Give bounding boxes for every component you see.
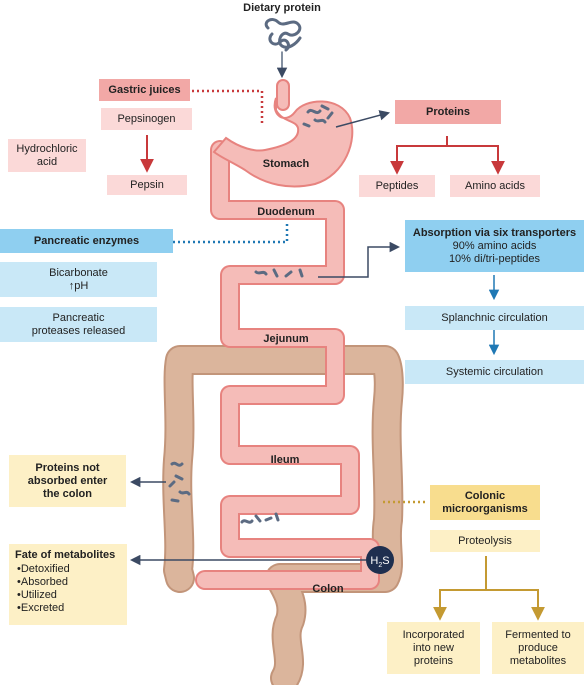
proteolysis-brace xyxy=(439,556,539,610)
splanchnic-circulation-box: Splanchnic circulation xyxy=(405,306,584,330)
small-intestine-shape xyxy=(195,140,380,590)
colon-shape xyxy=(162,345,404,685)
proteases-line1: Pancreatic xyxy=(52,311,105,324)
proteins-not-absorbed-box: Proteins not absorbed enter the colon xyxy=(9,455,126,507)
pancreatic-connector xyxy=(173,222,289,244)
bicarbonate-line2: ↑pH xyxy=(68,279,89,292)
absorption-line2: 10% di/tri-peptides xyxy=(448,252,541,265)
colonic-microorganisms-box: Colonic microorganisms xyxy=(430,485,540,520)
proteins-brace xyxy=(396,136,499,162)
bicarbonate-box: Bicarbonate ↑pH xyxy=(0,262,157,297)
ileum-label: Ileum xyxy=(270,454,300,466)
stomach-label: Stomach xyxy=(262,158,310,170)
incorporated-line1: Incorporated xyxy=(402,628,465,641)
fate-item: Detoxified xyxy=(15,563,121,576)
jejunum-label: Jejunum xyxy=(263,333,309,345)
absorption-box: Absorption via six transporters 90% amin… xyxy=(405,220,584,272)
gastric-connector xyxy=(192,89,264,126)
pancreatic-proteases-box: Pancreatic proteases released xyxy=(0,307,157,342)
amino-acids-box: Amino acids xyxy=(450,175,540,197)
fermented-line2: produce xyxy=(518,641,558,654)
protein-fragments-stomach xyxy=(302,104,334,128)
colonic-line1: Colonic xyxy=(464,489,506,502)
diagram-title: Dietary protein xyxy=(243,2,321,14)
fate-header: Fate of metabolites xyxy=(15,549,116,561)
fate-item: Excreted xyxy=(15,602,121,615)
incorporated-line3: proteins xyxy=(413,654,454,667)
fate-item: Utilized xyxy=(15,589,121,602)
systemic-circulation-box: Systemic circulation xyxy=(405,360,584,384)
proteases-line2: proteases released xyxy=(31,324,126,337)
gastric-juices-box: Gastric juices xyxy=(99,79,190,101)
hcl-line1: Hydrochloric xyxy=(16,142,78,155)
bicarbonate-line1: Bicarbonate xyxy=(49,266,108,279)
fermented-line3: metabolites xyxy=(509,654,567,667)
pepsinogen-box: Pepsinogen xyxy=(101,108,192,130)
colon-label: Colon xyxy=(312,583,344,595)
protein-fragments-ileum xyxy=(240,512,280,524)
proteins-box: Proteins xyxy=(395,100,501,124)
proteolysis-box: Proteolysis xyxy=(430,530,540,552)
protein-fragments-duodenum xyxy=(254,268,304,278)
duodenum-label: Duodenum xyxy=(257,206,315,218)
stomach-to-proteins-arrow xyxy=(335,110,391,128)
not-absorbed-line2: absorbed enter xyxy=(27,474,108,487)
fate-of-metabolites-box: Fate of metabolites Detoxified Absorbed … xyxy=(9,544,127,625)
stomach-shape xyxy=(212,79,354,188)
duodenum-to-absorption-arrow xyxy=(318,241,401,278)
incorporated-box: Incorporated into new proteins xyxy=(387,622,480,674)
pepsin-box: Pepsin xyxy=(107,175,187,195)
colonic-line2: microorganisms xyxy=(442,502,528,515)
dietary-protein-tangle xyxy=(264,18,302,79)
peptides-box: Peptides xyxy=(359,175,435,197)
fermented-line1: Fermented to xyxy=(505,628,571,641)
absorption-line1: 90% amino acids xyxy=(452,239,537,252)
h2s-label: H2S xyxy=(370,555,389,569)
fermented-box: Fermented to produce metabolites xyxy=(492,622,584,674)
absorption-header: Absorption via six transporters xyxy=(412,226,577,239)
fate-list: Detoxified Absorbed Utilized Excreted xyxy=(15,563,121,615)
not-absorbed-line1: Proteins not xyxy=(35,461,100,474)
protein-fragments-colon xyxy=(168,461,191,503)
hcl-line2: acid xyxy=(36,155,58,168)
fate-item: Absorbed xyxy=(15,576,121,589)
h2s-circle xyxy=(366,546,394,574)
pancreatic-enzymes-box: Pancreatic enzymes xyxy=(0,229,173,253)
hydrochloric-acid-box: Hydrochloric acid xyxy=(8,139,86,172)
incorporated-line2: into new xyxy=(413,641,454,654)
not-absorbed-line3: the colon xyxy=(43,487,92,500)
